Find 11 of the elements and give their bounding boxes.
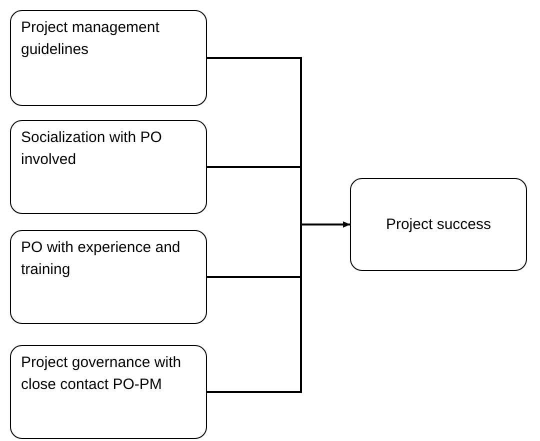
outcome-box <box>350 178 527 271</box>
factor-box <box>10 230 207 324</box>
factor-box <box>10 120 207 214</box>
box-text: Project governance with close contact PO-PM <box>21 353 182 395</box>
box-text: Project success <box>386 214 492 234</box>
factor-box <box>10 10 207 106</box>
box-text: Project management guidelines <box>21 18 160 60</box>
box-text: PO with experience and training <box>21 238 182 280</box>
factor-box <box>10 345 207 439</box>
arrow <box>207 222 350 393</box>
box-text: Socialization with PO involved <box>21 128 163 170</box>
